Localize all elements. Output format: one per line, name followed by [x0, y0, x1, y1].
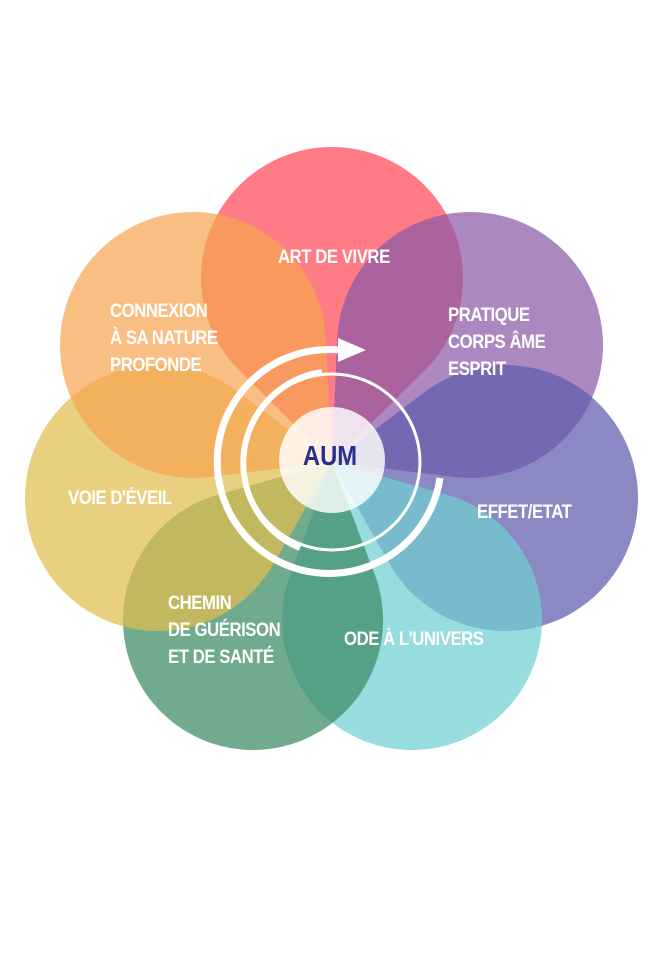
label-line: PRATIQUE [448, 305, 530, 326]
label-line: PROFONDE [110, 355, 202, 376]
center-circle [279, 407, 385, 513]
label-effet-etat: EFFET/ETAT [477, 499, 572, 526]
label-line: À SA NATURE [110, 328, 218, 349]
label-art-de-vivre: ART DE VIVRE [278, 244, 390, 271]
cycle-arrow-arc [213, 346, 444, 577]
label-chemin-guerison: CHEMIN DE GUÉRISON ET DE SANTÉ [168, 590, 281, 671]
label-line: CONNEXION [110, 301, 208, 322]
label-pratique: PRATIQUE CORPS ÂME ESPRIT [448, 302, 546, 383]
label-line: CHEMIN [168, 593, 232, 614]
label-voie-eveil: VOIE D'ÉVEIL [68, 485, 172, 512]
label-line: ART DE VIVRE [278, 247, 390, 268]
label-line: DE GUÉRISON [168, 620, 281, 641]
arrow-head-icon [338, 338, 366, 362]
label-connexion: CONNEXION À SA NATURE PROFONDE [110, 298, 218, 379]
label-line: CORPS ÂME [448, 332, 546, 353]
petal-connexion [60, 212, 332, 478]
label-line: VOIE D'ÉVEIL [68, 488, 172, 509]
center-label-aum: AUM [302, 440, 358, 471]
label-line: ODE À L'UNIVERS [344, 629, 484, 650]
label-ode-univers: ODE À L'UNIVERS [344, 626, 484, 653]
label-line: ET DE SANTÉ [168, 647, 274, 668]
label-line: ESPRIT [448, 359, 506, 380]
label-line: EFFET/ETAT [477, 502, 572, 523]
inner-swoosh [240, 369, 323, 551]
